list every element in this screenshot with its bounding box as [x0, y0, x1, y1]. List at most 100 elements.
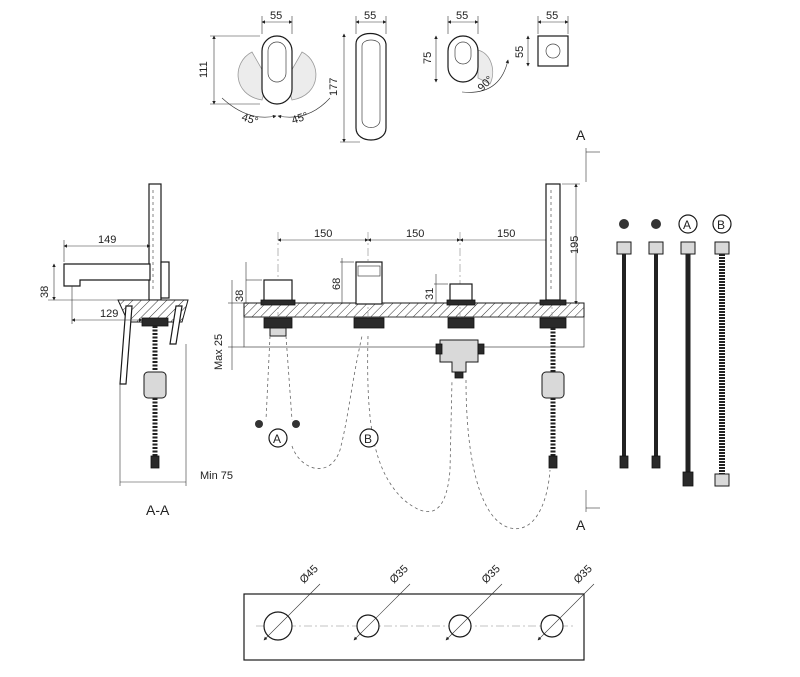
leader [353, 583, 411, 641]
diverter-nut [447, 317, 475, 329]
hose-weight [143, 371, 167, 399]
valve-port [454, 371, 464, 379]
hose-hot-dot [619, 219, 629, 229]
mixer-base-1 [260, 299, 296, 306]
plate-outline [243, 593, 585, 661]
section-label: A-A [146, 502, 170, 518]
leader [537, 583, 595, 641]
deck-apron [243, 316, 585, 348]
dim-68-label: 68 [331, 278, 343, 290]
deck-section [117, 299, 189, 323]
dim-max-label: Max 25 [213, 334, 225, 370]
handle-inner-outline [267, 41, 287, 83]
dim-depth-label: 129 [100, 308, 118, 320]
handle-view-lever-swing: 55 111 45° 45° [198, 10, 331, 128]
section-view-a-a: 149 38 129 Min 75 A-A [39, 183, 233, 518]
hot-dot [255, 420, 263, 428]
handle-rotation-inner [454, 41, 472, 65]
diverter-base [446, 299, 476, 306]
hose-a-circle [678, 214, 698, 234]
angle-arc-right [277, 97, 331, 119]
hose-weight-main [541, 371, 565, 399]
dim-height-label: 38 [39, 286, 51, 298]
mixer-thread-1 [269, 327, 287, 337]
dim-height-label: 177 [328, 78, 340, 96]
handle-front-outline [261, 35, 293, 105]
leader [263, 583, 321, 641]
hose-b-label: B [717, 218, 725, 232]
spout-body [355, 261, 383, 305]
hose-tip [682, 471, 694, 487]
dim-195-label: 195 [569, 236, 581, 254]
dim-38-label: 38 [234, 290, 246, 302]
hose-fitting [714, 241, 730, 255]
mixer-nut-1 [263, 317, 293, 329]
hole-label-4: Ø35 [572, 563, 595, 586]
hose-path [285, 335, 293, 421]
handle-view-end: 55 55 [514, 10, 569, 67]
spout [63, 263, 151, 287]
dim-height-label: 111 [198, 61, 210, 78]
handle-side-outline [355, 32, 387, 141]
rotation-shape [477, 49, 494, 85]
cut-label-bottom: A [576, 517, 586, 533]
handle-end-outline [537, 35, 569, 67]
handle-view-side: 55 177 [328, 10, 387, 143]
hose-end-main [548, 455, 558, 469]
spacing-label-1: 150 [314, 228, 332, 240]
hose-fitting [680, 241, 696, 255]
handle-rotation-outline [447, 35, 479, 83]
hole-label-1: Ø45 [298, 563, 321, 586]
deck-side-left [119, 305, 133, 385]
hose-a-label: A [683, 218, 691, 232]
spout-nut [353, 317, 385, 329]
hoses-set: A B [616, 214, 732, 487]
dim-reach-label: 149 [98, 234, 116, 246]
deck-plate-view: Ø45 Ø35 Ø35 Ø35 [243, 563, 595, 661]
hole-label-3: Ø35 [480, 563, 503, 586]
hose-tip [619, 455, 629, 469]
cold-dot [292, 420, 300, 428]
angle-arc-left [221, 97, 277, 119]
marker-b-circle [359, 428, 379, 448]
angle-right-label: 45° [290, 110, 310, 127]
hose-fitting [616, 241, 632, 255]
diverter-valve [439, 339, 479, 373]
dim-height-label: 55 [514, 46, 526, 58]
dim-height-label: 75 [422, 52, 434, 64]
dim-width-label: 55 [270, 10, 282, 22]
shower-nut [539, 317, 567, 329]
holder-bracket [160, 261, 170, 299]
valve-port [435, 343, 443, 355]
dim-width-label: 55 [364, 10, 376, 22]
hose-tip [651, 455, 661, 469]
handle-side-inner [361, 39, 381, 128]
swing-left-shape [237, 51, 269, 101]
angle-left-label: 45° [240, 111, 260, 128]
hose-path [465, 379, 551, 530]
angle-arc [461, 59, 510, 93]
dim-width-label: 55 [456, 10, 468, 22]
nut [141, 317, 169, 327]
hose-path [367, 335, 453, 513]
handle-end-circle [545, 43, 561, 59]
shower-base [539, 299, 567, 306]
dim-31-label: 31 [424, 288, 436, 300]
hose-fitting [648, 241, 664, 255]
marker-a-circle [268, 428, 288, 448]
leader [445, 583, 503, 641]
handle-view-rotation: 55 75 90° [422, 10, 510, 94]
spacing-label-2: 150 [406, 228, 424, 240]
spout-outlet [357, 265, 381, 277]
hose-fitting [714, 473, 730, 487]
dim-min-label: Min 75 [200, 470, 233, 482]
valve-port [477, 343, 485, 355]
hose-b-circle [712, 214, 732, 234]
dim-width-label: 55 [546, 10, 558, 22]
marker-b-label: B [364, 432, 372, 446]
hose-cold-dot [651, 219, 661, 229]
hole-label-2: Ø35 [388, 563, 411, 586]
hose-end [150, 455, 160, 469]
cut-label-top: A [576, 127, 586, 143]
hose-path [265, 335, 271, 421]
